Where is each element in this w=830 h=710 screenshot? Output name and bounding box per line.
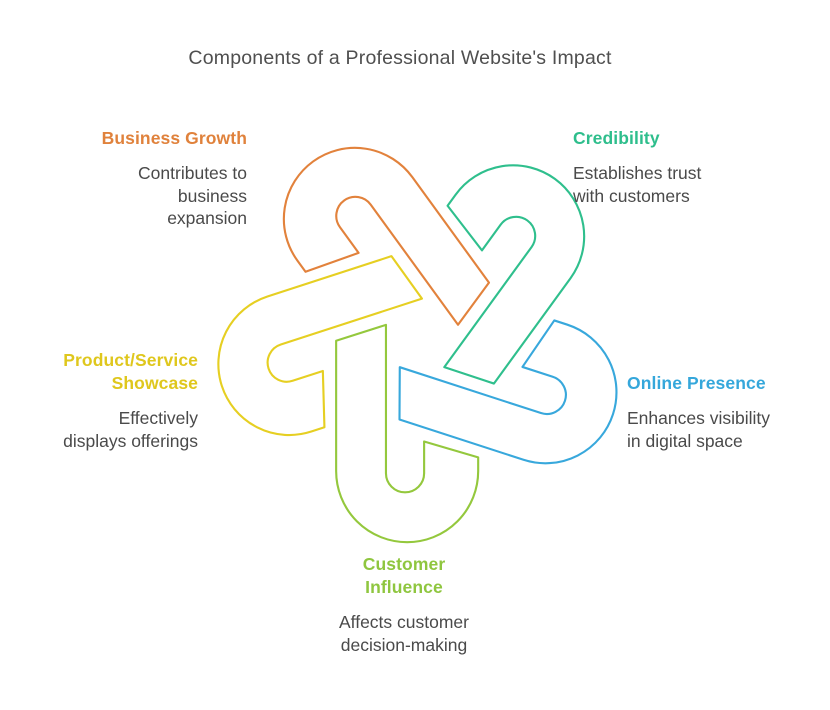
section-business-growth: Business Growth Contributes to business … xyxy=(27,127,247,230)
knot-loop-credibility xyxy=(443,164,586,385)
section-online-presence: Online Presence Enhances visibility in d… xyxy=(627,372,827,452)
section-customer-influence-description: Affects customer decision-making xyxy=(338,612,469,655)
section-product-service-showcase-description: Effectively displays offerings xyxy=(63,408,198,451)
section-product-service-showcase: Product/Service Showcase Effectively dis… xyxy=(8,349,198,452)
section-credibility-description: Establishes trust with customers xyxy=(573,163,702,206)
knot-loop-customer-influence xyxy=(335,323,480,544)
section-credibility: Credibility Establishes trust with custo… xyxy=(573,127,803,207)
knot-loop-product-service-showcase xyxy=(217,255,424,437)
knot-loop-online-presence xyxy=(398,319,618,465)
section-customer-influence-label: Customer Influence xyxy=(362,554,446,597)
knot-loop-business-growth xyxy=(282,146,491,326)
section-business-growth-label: Business Growth xyxy=(101,128,247,148)
section-online-presence-description: Enhances visibility in digital space xyxy=(627,408,770,451)
section-customer-influence: Customer Influence Affects customer deci… xyxy=(254,553,554,656)
section-credibility-label: Credibility xyxy=(573,128,660,148)
section-online-presence-label: Online Presence xyxy=(627,373,766,393)
page-title: Components of a Professional Website's I… xyxy=(188,47,612,69)
section-business-growth-description: Contributes to business expansion xyxy=(138,163,247,228)
section-product-service-showcase-label: Product/Service Showcase xyxy=(63,350,198,393)
